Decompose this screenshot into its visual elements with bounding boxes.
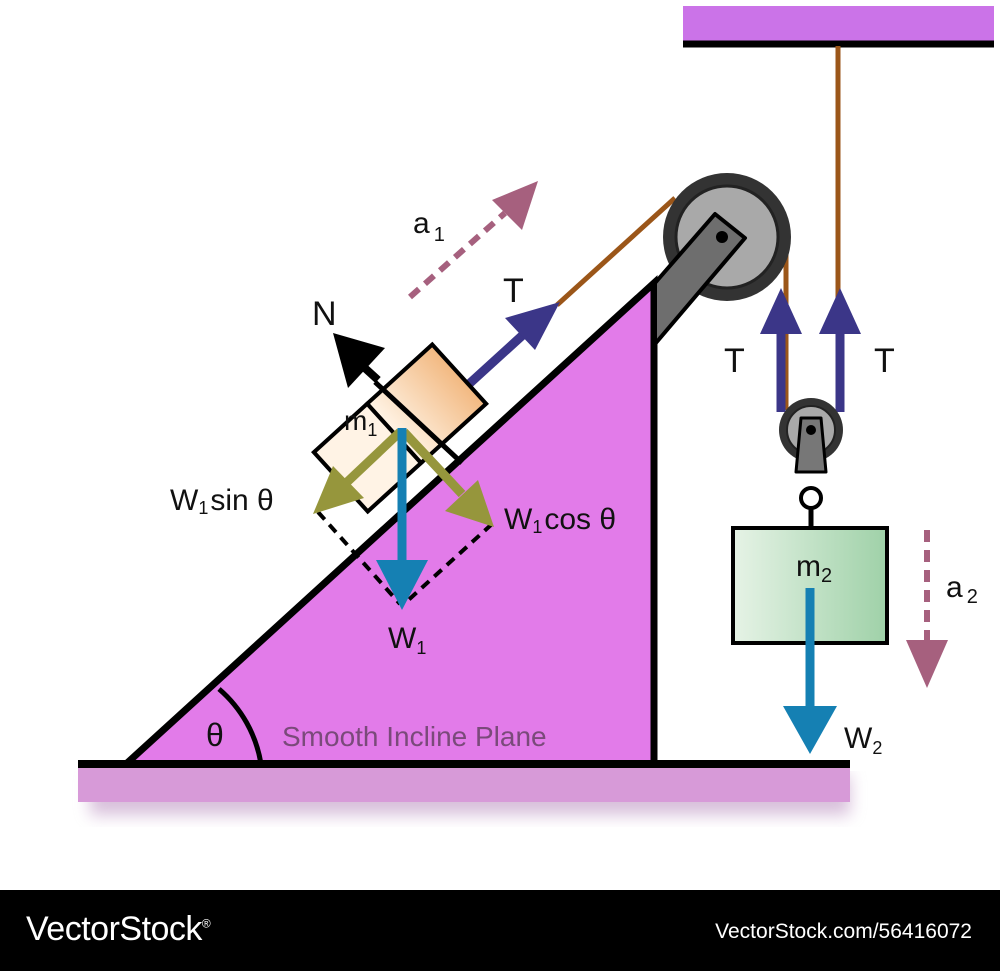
movable-pulley-bracket bbox=[794, 416, 828, 474]
vectorstock-logo: VectorStock® bbox=[26, 910, 211, 948]
w1cos-label: W1cos θ bbox=[504, 503, 616, 537]
rope-incline bbox=[555, 196, 677, 307]
ground-band bbox=[78, 764, 850, 802]
pulley-bracket bbox=[653, 212, 747, 346]
mass2-label: m2 bbox=[796, 550, 832, 587]
w1cos-arrowhead bbox=[445, 480, 494, 527]
w1-arrowhead bbox=[376, 560, 428, 610]
watermark-footer: VectorStock® VectorStock.com/56416072 bbox=[0, 890, 1000, 971]
normal-label: N bbox=[312, 295, 337, 333]
tension-label-left: T bbox=[724, 342, 745, 380]
w2-label: W2 bbox=[844, 722, 882, 758]
image-id: VectorStock.com/56416072 bbox=[715, 920, 972, 943]
a1-arrow-shaft bbox=[408, 210, 507, 300]
w1sin-label: W1sin θ bbox=[170, 484, 274, 518]
ceiling-band bbox=[683, 6, 994, 42]
tension-incline-arrowhead bbox=[505, 302, 560, 350]
w1sin-arrow-shaft bbox=[341, 428, 404, 488]
normal-arrowhead bbox=[333, 333, 385, 388]
movable-pulley-axle bbox=[806, 425, 816, 435]
block-contact-line bbox=[373, 380, 464, 465]
tension-arrowhead-right bbox=[819, 288, 861, 334]
a1-arrowhead bbox=[492, 181, 538, 230]
incline-caption: Smooth Incline Plane bbox=[282, 721, 547, 752]
w1sin-arrowhead bbox=[313, 466, 364, 514]
angle-label: θ bbox=[206, 717, 224, 753]
tension-label-right: T bbox=[874, 342, 895, 380]
top-pulley-axle bbox=[716, 231, 728, 243]
angle-arc bbox=[217, 687, 264, 765]
w1cos-arrow-shaft bbox=[400, 428, 466, 498]
mass1-label: m1 bbox=[344, 405, 377, 440]
w1-label: W1 bbox=[388, 622, 426, 658]
a2-arrowhead bbox=[906, 640, 948, 688]
tension-incline-label: T bbox=[503, 272, 524, 310]
w2-arrowhead bbox=[783, 706, 837, 754]
dashed-component-left bbox=[316, 510, 402, 606]
tension-arrowhead-left bbox=[760, 288, 802, 334]
dashed-component-right bbox=[402, 522, 494, 606]
hook-ring bbox=[799, 486, 823, 510]
